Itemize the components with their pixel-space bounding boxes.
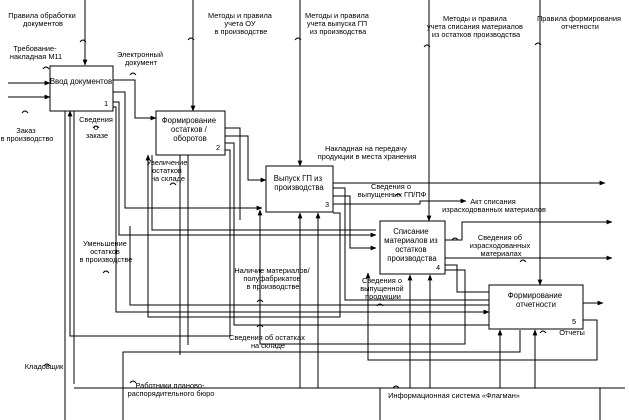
block-5-box <box>488 284 584 330</box>
tilde-mark <box>129 380 137 384</box>
block-5: Формирование отчетности 5 <box>488 284 584 330</box>
tilde-mark <box>102 270 110 274</box>
tilde-mark <box>294 37 302 41</box>
block-4: Списание материалов из остатков производ… <box>379 220 446 275</box>
tilde-mark <box>256 324 264 328</box>
labels: Правила обработки документов Методы и пр… <box>1 11 623 400</box>
block-4-box <box>379 220 446 275</box>
tilde-mark <box>43 363 51 367</box>
block-4-number: 4 <box>436 263 440 272</box>
flow-label-nakladnaya: Накладная на передачу продукции в места … <box>318 144 417 161</box>
block-5-number: 5 <box>572 317 576 326</box>
block-4-label: Списание материалов из остатков производ… <box>384 227 440 263</box>
input-label-zakaz: Заказ в производство <box>1 126 54 143</box>
flow-umenshenie <box>129 226 489 306</box>
tilde-mark <box>92 125 100 129</box>
flow-label-electronic-doc: Электронный документ <box>117 50 165 67</box>
block-2-number: 2 <box>216 143 220 152</box>
flow-label-order-info: Сведения о заказе <box>79 115 115 140</box>
block-1-label: Ввод документов <box>50 77 112 86</box>
tilde-mark <box>519 259 527 263</box>
flow-label-svedeniya-gp: Сведения о выпущенных ГП/ПФ <box>358 182 427 199</box>
flow-b2-to-b3 <box>225 135 267 183</box>
block-2-box <box>155 110 226 156</box>
tilde-mark <box>394 193 402 197</box>
flow-b3-to-b4 <box>333 195 377 251</box>
feedback-b4-to-b3 <box>257 209 466 345</box>
block-3-label: Выпуск ГП из производства <box>274 174 325 192</box>
mech-arrow-rpb <box>122 330 521 420</box>
tilde-mark <box>539 330 547 334</box>
tilde-mark <box>423 44 431 48</box>
block-3-box <box>265 165 334 213</box>
tilde-mark <box>42 66 50 70</box>
flow-svedeniya-gp <box>333 198 467 205</box>
tilde-mark <box>451 237 459 241</box>
flow-label-ostatki-sklad: Сведения об остатках на складе <box>229 333 307 350</box>
flow-uvelichenie <box>151 155 376 231</box>
block-3: Выпуск ГП из производства 3 <box>265 165 334 213</box>
flow-b2-to-b5 <box>225 142 489 326</box>
output-label-otchety: Отчеты <box>559 328 585 337</box>
flow-order-info <box>113 91 263 211</box>
flow-b2-out-a <box>225 127 241 220</box>
feedback-b2-to-b1 <box>67 110 231 337</box>
block-3-number: 3 <box>325 200 329 209</box>
flow-label-uvelichenie: Увеличение остатков на складе <box>147 158 190 183</box>
tilde-mark <box>376 303 384 307</box>
tilde-mark <box>534 42 542 46</box>
flow-to-block5 <box>113 106 490 315</box>
block-1-number: 1 <box>104 99 108 108</box>
mech-label-rpb: Работники планово- распорядительного бюр… <box>128 381 215 398</box>
tilde-mark <box>79 39 87 43</box>
blocks: Ввод документов 1 Формирование остатков … <box>49 65 584 330</box>
block-1-box <box>49 65 114 112</box>
block-2: Формирование остатков / оборотов 2 <box>155 110 226 156</box>
control-label-1: Правила обработки документов <box>8 11 78 28</box>
tilde-mark <box>129 72 137 76</box>
flow-b4-to-b5 <box>445 264 489 293</box>
tilde-mark <box>169 182 177 186</box>
flow-label-nalichie: Наличие материалов/ полуфабрикатов в про… <box>234 266 311 291</box>
mech-label-kladovshik: Кладовщик <box>25 362 64 371</box>
feedback-b3-to-b2 <box>145 154 341 318</box>
flow-to-block4 <box>113 101 377 238</box>
flow-label-vypushchennaya: Сведения о выпущенной продукции <box>360 276 406 301</box>
tilde-mark <box>187 37 195 41</box>
flow-label-umenshenie: Уменьшение остатков в производстве <box>80 239 133 264</box>
arrows <box>8 0 625 420</box>
block-5-label: Формирование отчетности <box>508 291 565 309</box>
mech-label-flagman: Информационная система «Флагман» <box>388 391 520 400</box>
input-label-trebovanie: Требование- накладная М11 <box>10 44 62 61</box>
flow-b3-to-b5 <box>333 187 489 301</box>
control-label-2: Методы и правила учета ОУ в производстве <box>208 11 274 36</box>
block-1: Ввод документов 1 <box>49 65 114 112</box>
flow-label-materialy: Сведения об израсходованных материалах <box>470 233 533 258</box>
flow-label-akt: Акт списания израсходованных материалов <box>442 197 546 214</box>
control-label-4: Методы и правила учета списания материал… <box>427 14 525 39</box>
flow-akt-spisaniya <box>445 219 613 241</box>
tilde-mark <box>392 385 400 389</box>
control-label-5: Правила формирования отчетности <box>537 14 623 31</box>
control-label-3: Методы и правила учета выпуска ГП из про… <box>305 11 371 36</box>
tilde-mark <box>21 110 29 114</box>
block-2-label: Формирование остатков / оборотов <box>162 116 219 143</box>
tilde-mark <box>256 299 264 303</box>
flow-electronic-doc <box>113 79 157 121</box>
feedback-b5-to-b4 <box>365 272 598 361</box>
